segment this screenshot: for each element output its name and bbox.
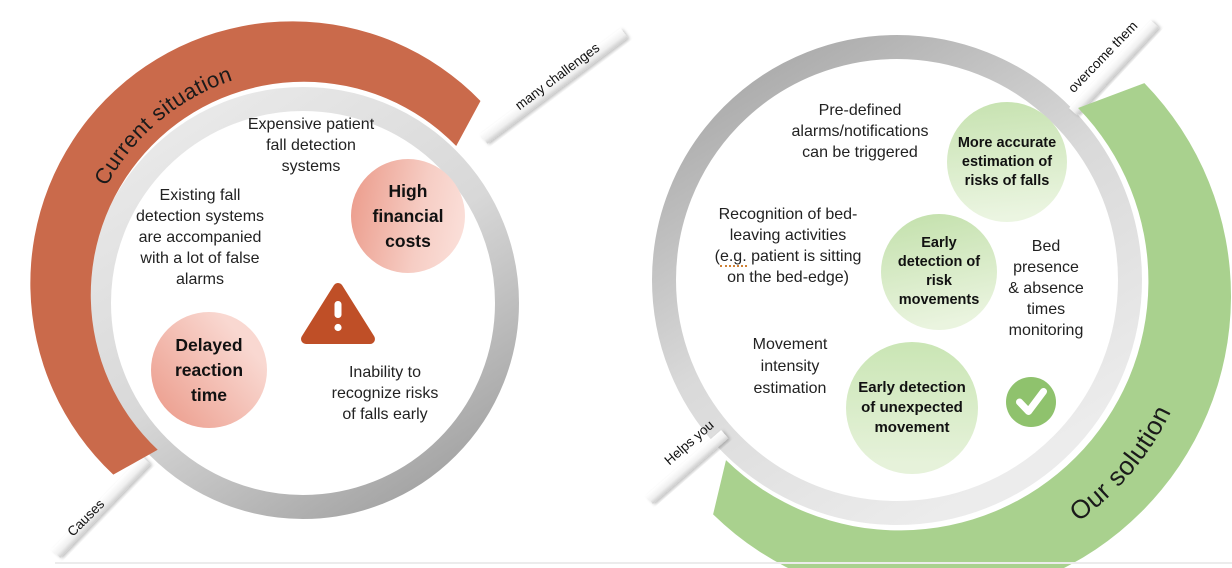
causes-label: Causes [64,496,107,539]
current-situation-arc [30,21,481,475]
bed-leaving-recognition-text: Recognition of bed- leaving activities (… [714,206,862,286]
gray-ring-right [652,35,1142,525]
bottom-divider [55,562,1232,564]
warning-icon [301,283,375,344]
ribbon-causes [51,456,151,558]
check-icon [1006,377,1056,427]
ribbon-many-challenges [480,28,628,144]
ribbon-helps-you [645,430,729,504]
ribbon-overcome-them [1069,20,1159,116]
many-challenges-label: many challenges [512,40,602,113]
our-solution-arc [713,83,1231,568]
gray-ring-left [87,87,519,519]
